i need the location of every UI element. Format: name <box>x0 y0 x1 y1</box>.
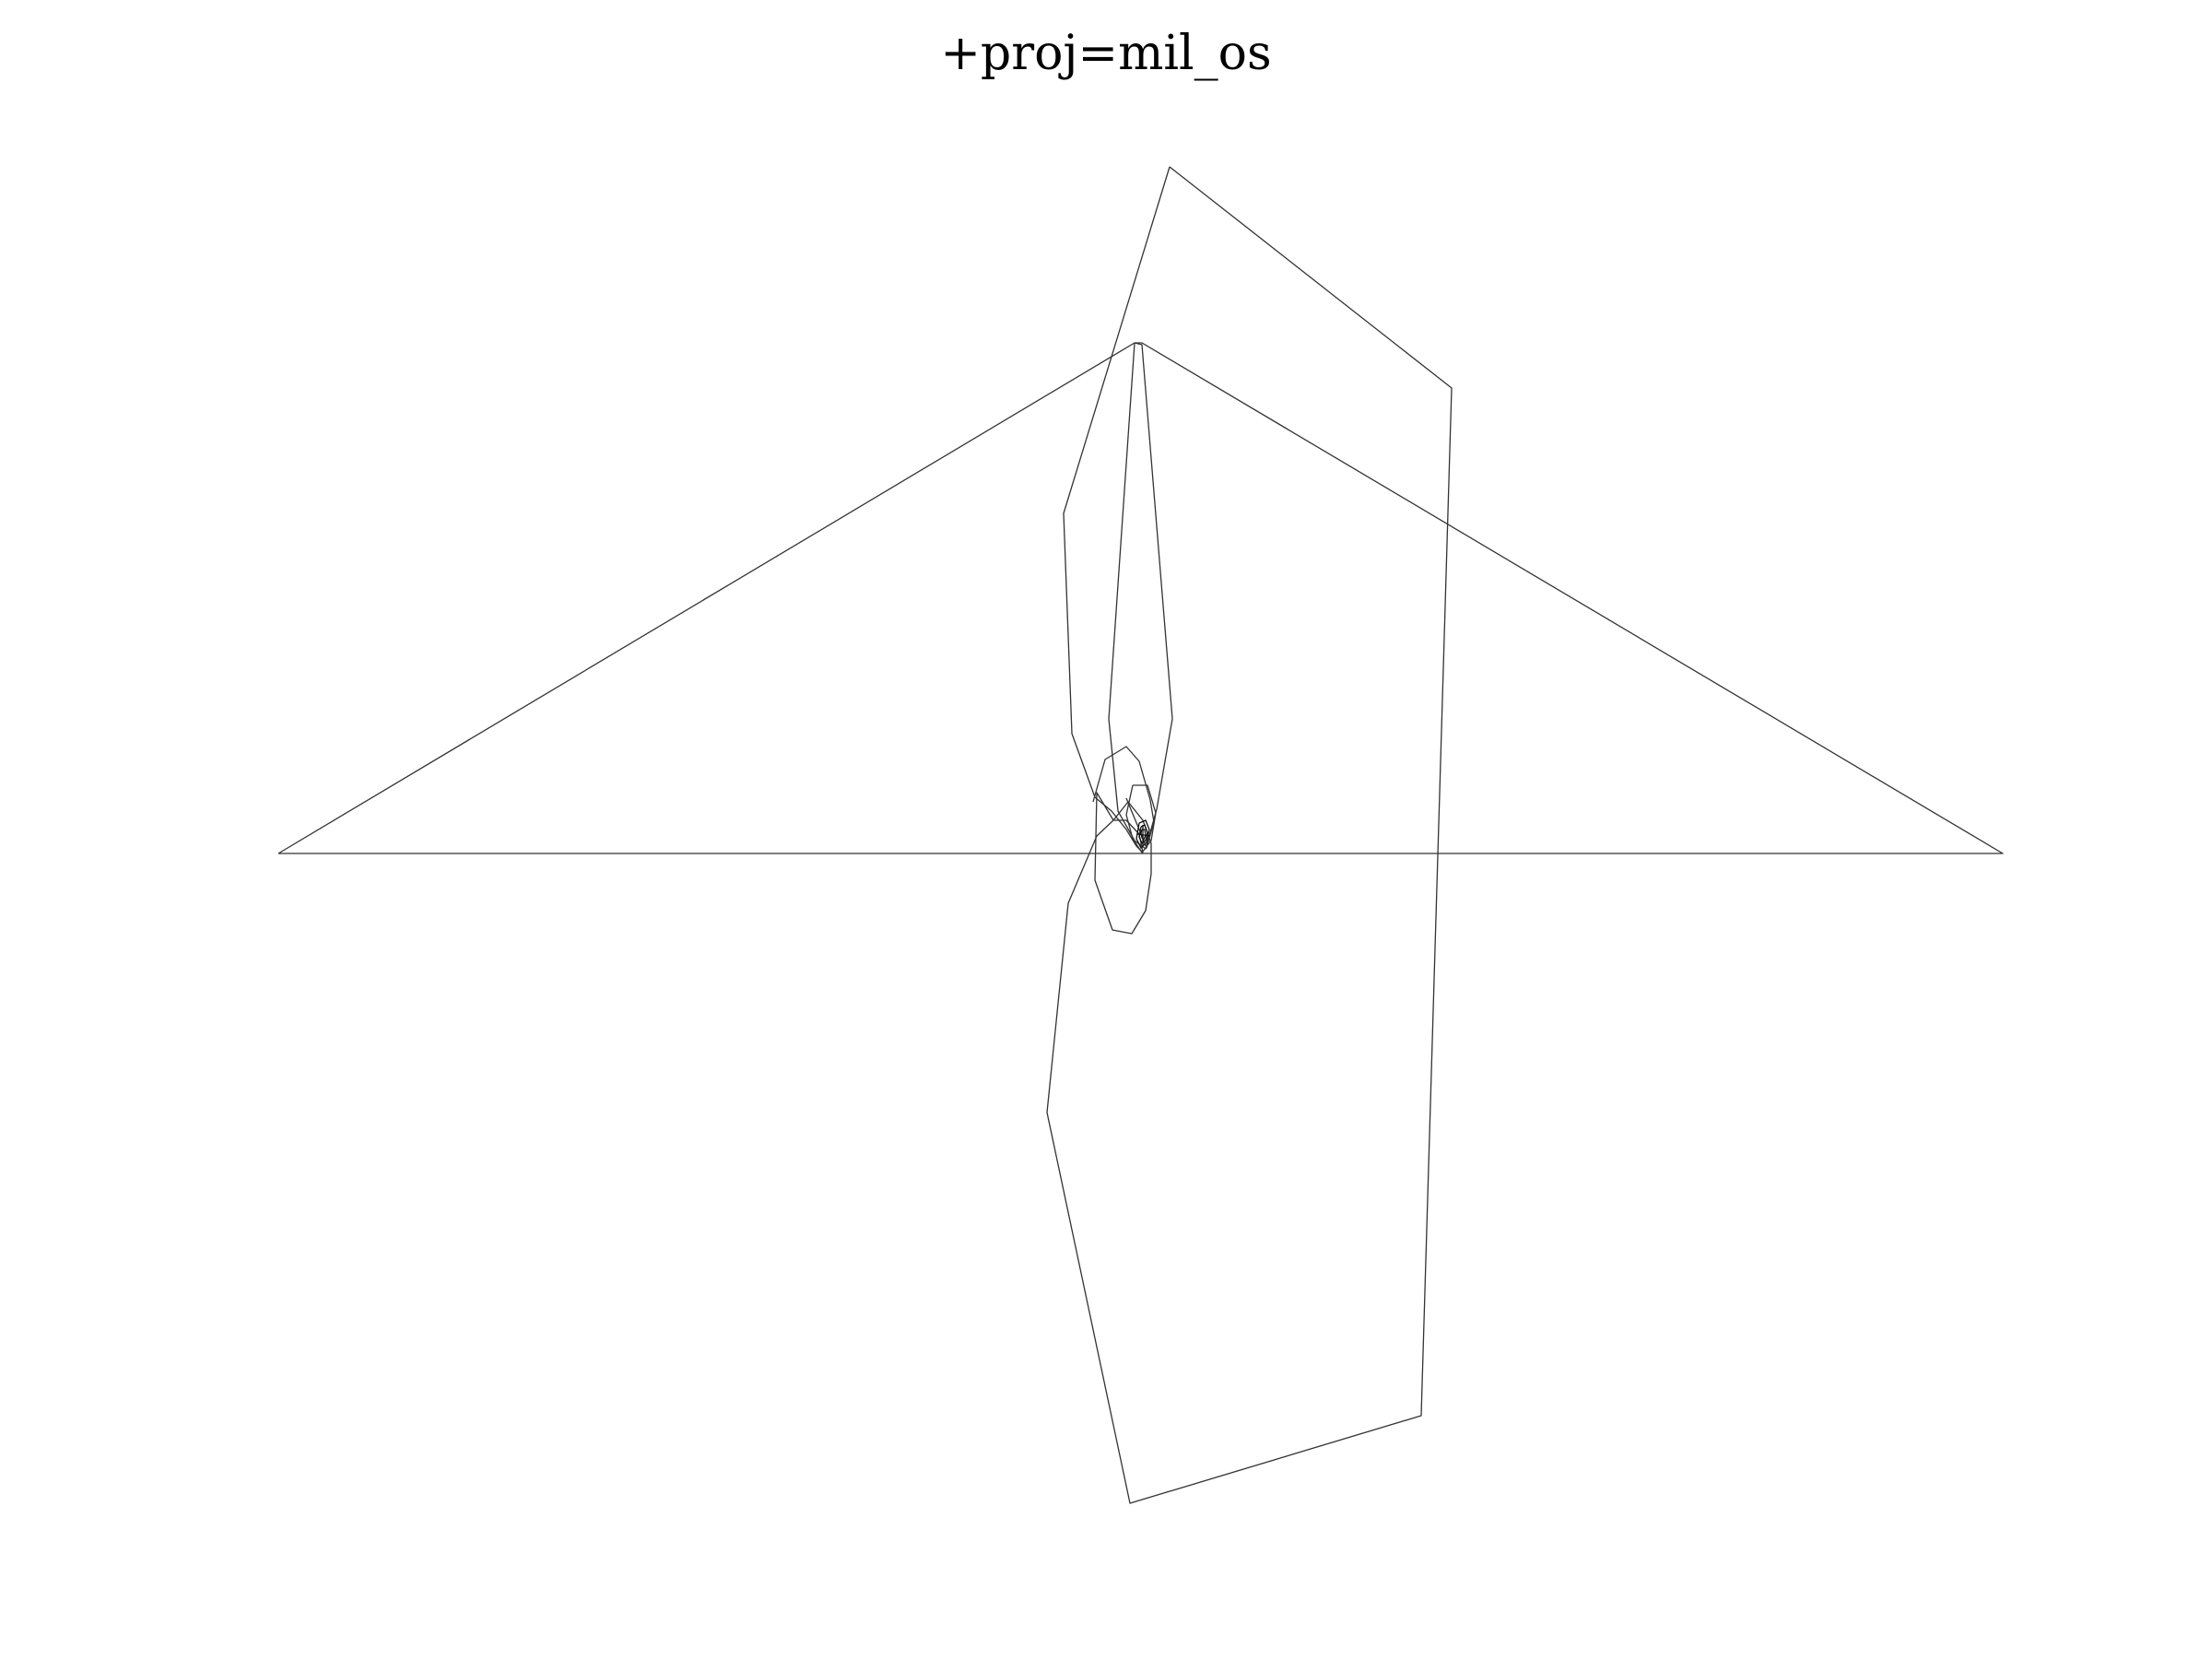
outline-core-3 <box>1140 829 1147 841</box>
outline-core-5 <box>1136 833 1151 837</box>
outline-lower-loop <box>1094 792 1152 935</box>
outline-core-1 <box>1135 819 1150 850</box>
outline-small-shape <box>1125 784 1157 853</box>
outline-spike <box>1108 342 1173 850</box>
outline-core-2 <box>1138 824 1148 845</box>
map-title: +proj=mil_os <box>940 26 1272 81</box>
outline-large-polygon <box>1046 166 1453 1504</box>
outline-triangle <box>277 342 2004 854</box>
